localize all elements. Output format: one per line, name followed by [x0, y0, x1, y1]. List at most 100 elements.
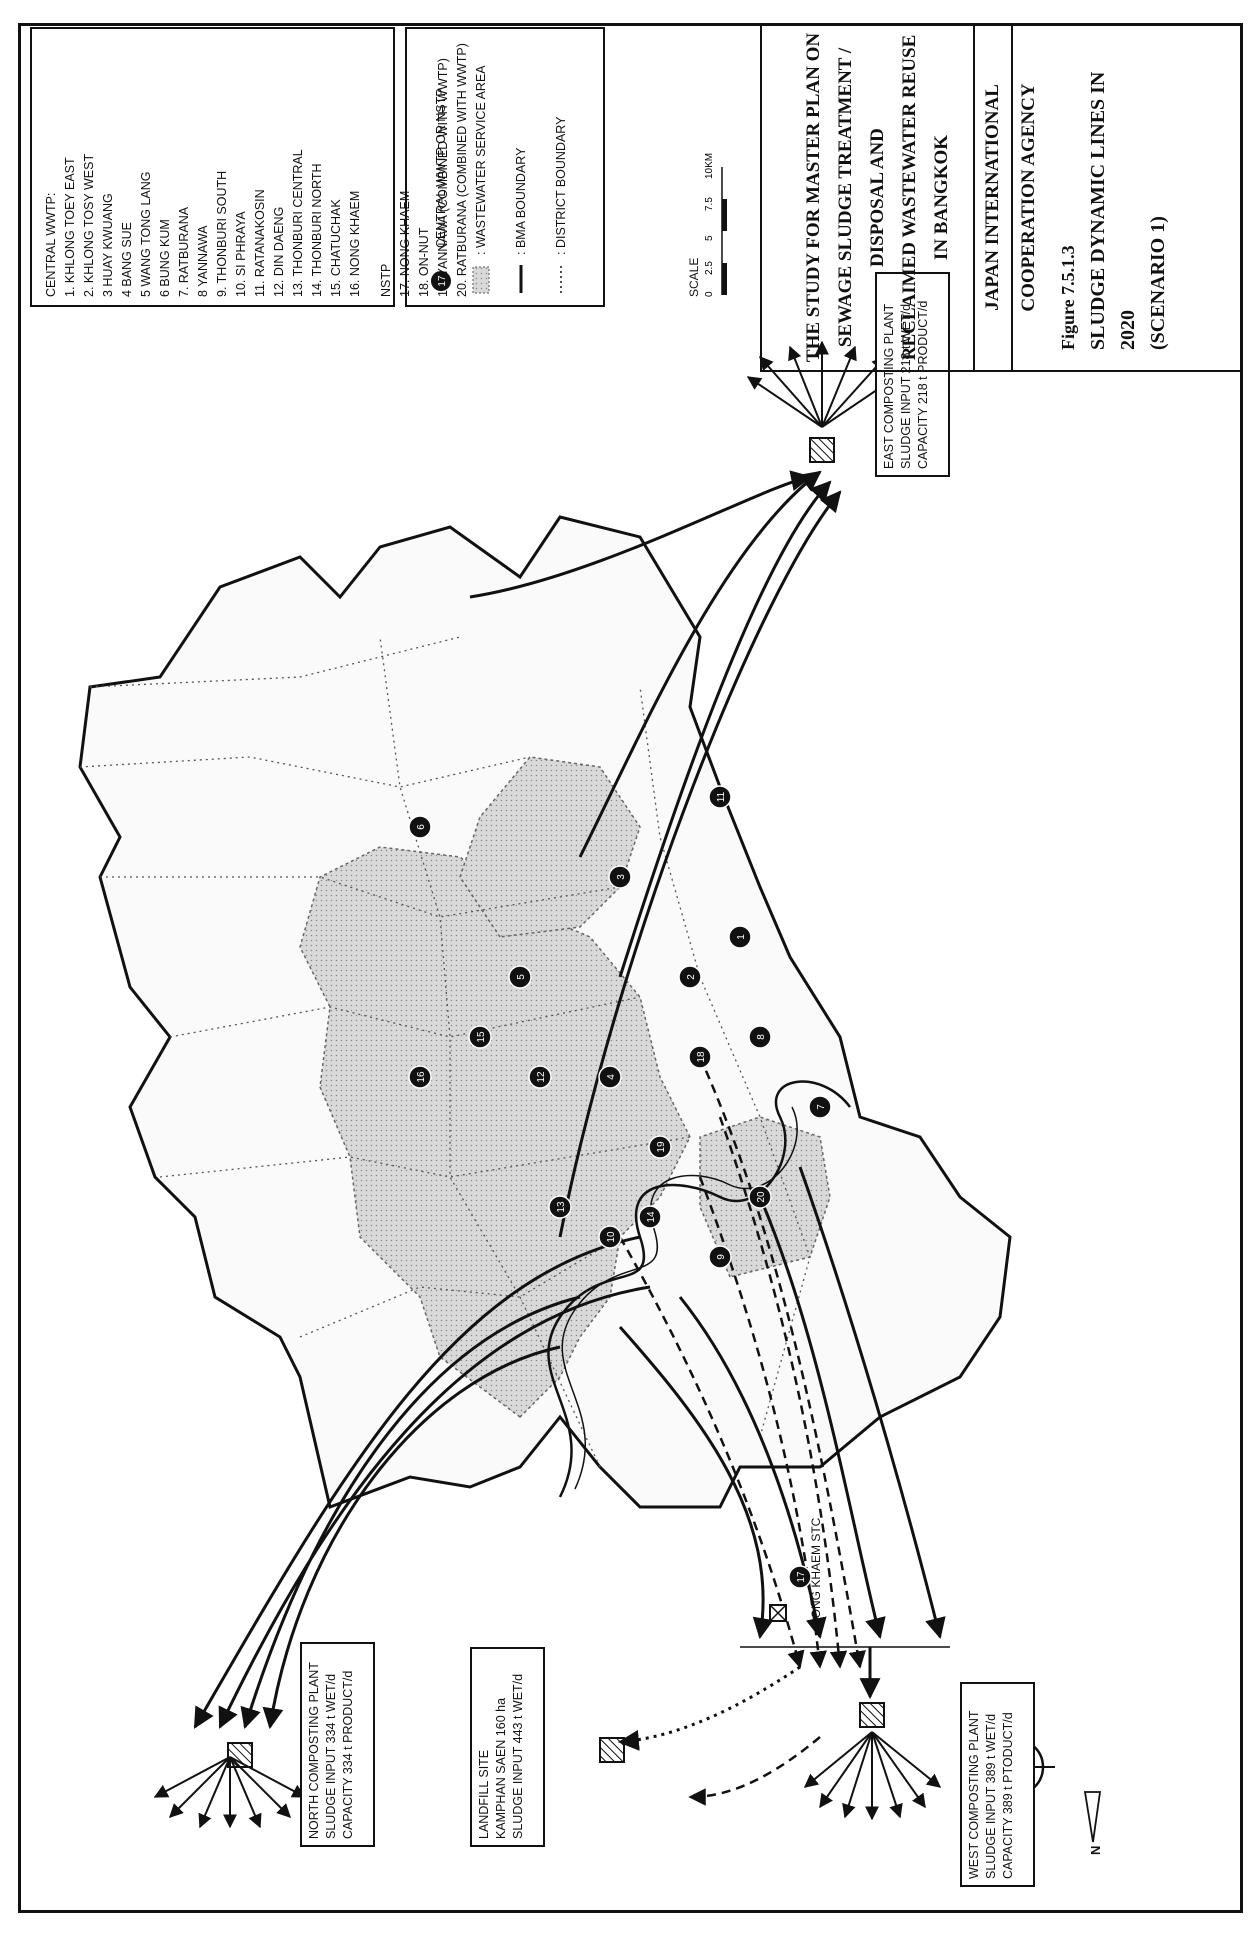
- figure-title-line-1: SLUDGE DYNAMIC LINES IN 2020: [1087, 71, 1139, 350]
- legend-central-header: CENTRAL WWTP:: [44, 192, 58, 297]
- svg-text:8: 8: [756, 1034, 767, 1040]
- agency-name: JAPAN INTERNATIONAL COOPERATION AGENCY: [973, 23, 1039, 372]
- svg-text:2: 2: [686, 974, 697, 980]
- service-area-swatch-icon: [470, 261, 492, 295]
- scale-bar: SCALE 0 2.5 5 7.5 10KM: [640, 27, 750, 307]
- legend-central-item: 14. THONBURI NORTH: [310, 163, 324, 297]
- svg-text:19: 19: [656, 1141, 667, 1153]
- landfill-input: SLUDGE INPUT 443 t WET/d: [511, 1673, 525, 1839]
- landfill-box: LANDFILL SITE KAMPHAN SAEN 160 ha SLUDGE…: [470, 1647, 545, 1847]
- plant-marker-7: 7: [808, 1095, 832, 1119]
- legend-central-item: 5 WANG TONG LANG: [139, 171, 153, 298]
- legend-central-item: 2. KHLONG TOSY WEST: [82, 153, 96, 297]
- svg-text:15: 15: [476, 1031, 487, 1043]
- svg-text:18: 18: [696, 1051, 707, 1063]
- svg-text:1: 1: [736, 934, 747, 940]
- svg-text:5: 5: [704, 235, 715, 241]
- legend-service-area-label: : WASTEWATER SERVICE AREA: [474, 65, 488, 255]
- svg-text:10KM: 10KM: [704, 153, 715, 179]
- figure-title-line-2: (SCENARIO 1): [1147, 216, 1169, 350]
- svg-text:7: 7: [816, 1104, 827, 1110]
- legend-central-item: 1. KHLONG TOEY EAST: [63, 157, 77, 297]
- plant-marker-11: 11: [708, 785, 732, 809]
- north-plant-input: SLUDGE INPUT 334 t WET/d: [324, 1673, 338, 1839]
- svg-text:17: 17: [796, 1571, 807, 1583]
- legend-central-item: 10. SI PHRAYA: [234, 211, 248, 297]
- plant-marker-13: 13: [548, 1195, 572, 1219]
- svg-text:10: 10: [606, 1231, 617, 1243]
- legend-central-item: 3 HUAY KWUANG: [101, 193, 115, 297]
- north-plant-box: NORTH COMPOSTING PLANT SLUDGE INPUT 334 …: [300, 1642, 375, 1847]
- legend-row-district: : DISTRICT BOUNDARY: [541, 39, 581, 295]
- west-fan-icon: [803, 1731, 942, 1821]
- plant-marker-4: 4: [598, 1065, 622, 1089]
- stc-marker: [769, 1604, 787, 1622]
- plant-marker-19: 19: [648, 1135, 672, 1159]
- legend-district-label: : DISTRICT BOUNDARY: [554, 116, 568, 255]
- legend-central-item: 16. NONG KHAEM: [348, 190, 362, 297]
- figure-caption: Figure 7.5.1.3 SLUDGE DYNAMIC LINES IN 2…: [1011, 23, 1243, 372]
- svg-text:7.5: 7.5: [704, 197, 715, 211]
- plant-marker-20: 20: [748, 1185, 772, 1209]
- plant-marker-9: 9: [708, 1245, 732, 1269]
- study-title-line-3: RECLAIMED WASTEWATER REUSE IN BANGKOK: [899, 34, 952, 361]
- study-title: THE STUDY FOR MASTER PLAN ON SEWAGE SLUD…: [760, 23, 975, 372]
- title-block: THE STUDY FOR MASTER PLAN ON SEWAGE SLUD…: [760, 23, 1243, 372]
- landfill-area: KAMPHAN SAEN 160 ha: [494, 1697, 508, 1839]
- svg-text:14: 14: [646, 1211, 657, 1223]
- legend-central-item: 12. DIN DAENG: [272, 206, 286, 297]
- legend-central-item: 4 BANG SUE: [120, 221, 134, 297]
- sludge-lines-east: [469, 470, 842, 1238]
- east-plant-square: [809, 437, 835, 463]
- west-plant-name: WEST COMPOSTING PLANT: [967, 1710, 981, 1879]
- east-fan-icon: [746, 340, 898, 428]
- legend-central-item: 6 BUNG KUM: [158, 219, 172, 297]
- svg-text:12: 12: [536, 1071, 547, 1083]
- sludge-lines-north: [193, 1235, 651, 1730]
- legend-nstp-header: NSTP: [379, 263, 393, 297]
- svg-text:20: 20: [756, 1191, 767, 1203]
- west-plant-square: [859, 1702, 885, 1728]
- plant-marker-3: 3: [608, 865, 632, 889]
- legend-central-item: 9. THONBURI SOUTH: [215, 170, 229, 297]
- plant-marker-icon: 17: [430, 261, 452, 295]
- plant-marker-6: 6: [408, 815, 432, 839]
- legend-central-item: 11. RATANAKOSIN: [253, 189, 267, 297]
- svg-text:2.5: 2.5: [704, 261, 715, 275]
- svg-text:5: 5: [516, 974, 527, 980]
- west-plant-box: WEST COMPOSTING PLANT SLUDGE INPUT 389 t…: [960, 1682, 1035, 1887]
- legend-symbols: 17 : CENTRAL WWTP OR NSTP : WASTEWATER S…: [405, 27, 605, 307]
- svg-text:3: 3: [616, 874, 627, 880]
- svg-text:6: 6: [416, 824, 427, 830]
- plant-marker-12: 12: [528, 1065, 552, 1089]
- plant-marker-8: 8: [748, 1025, 772, 1049]
- legend-central-item: 8 YANNAWA: [196, 225, 210, 297]
- north-fan-icon: [153, 1756, 307, 1829]
- figure-number: Figure 7.5.1.3: [1058, 245, 1078, 350]
- plant-marker-2: 2: [678, 965, 702, 989]
- legend-central-item: 7. RATBURANA: [177, 206, 191, 297]
- west-plant-capacity: CAPACITY 389 t PTODUCT/d: [1001, 1712, 1015, 1879]
- north-arrow-label: N: [1088, 1846, 1103, 1855]
- north-plant-name: NORTH COMPOSTING PLANT: [307, 1662, 321, 1839]
- svg-text:17: 17: [437, 275, 448, 287]
- sludge-lines-west: [618, 1166, 946, 1640]
- plant-marker-1: 1: [728, 925, 752, 949]
- plant-marker-18: 18: [688, 1045, 712, 1069]
- plant-marker-16: 16: [408, 1065, 432, 1089]
- study-title-line-1: THE STUDY FOR MASTER PLAN ON: [803, 32, 824, 363]
- scale-ticks: 0 2.5 5 7.5 10KM: [704, 153, 715, 297]
- legend-bma-label: : BMA BOUNDARY: [514, 147, 528, 255]
- plant-marker-5: 5: [508, 965, 532, 989]
- north-plant-capacity: CAPACITY 334 t PRODUCT/d: [341, 1670, 355, 1839]
- svg-text:9: 9: [716, 1254, 727, 1260]
- landfill-line: [617, 1665, 801, 1751]
- svg-text:4: 4: [606, 1074, 617, 1080]
- legend-central-items: 1. KHLONG TOEY EAST 2. KHLONG TOSY WEST 3 …: [61, 37, 365, 297]
- svg-text:0: 0: [704, 291, 715, 297]
- west-plant-input: SLUDGE INPUT 389 t WET/d: [984, 1713, 998, 1879]
- district-boundary-line-icon: [550, 261, 572, 295]
- plant-marker-14: 14: [638, 1205, 662, 1229]
